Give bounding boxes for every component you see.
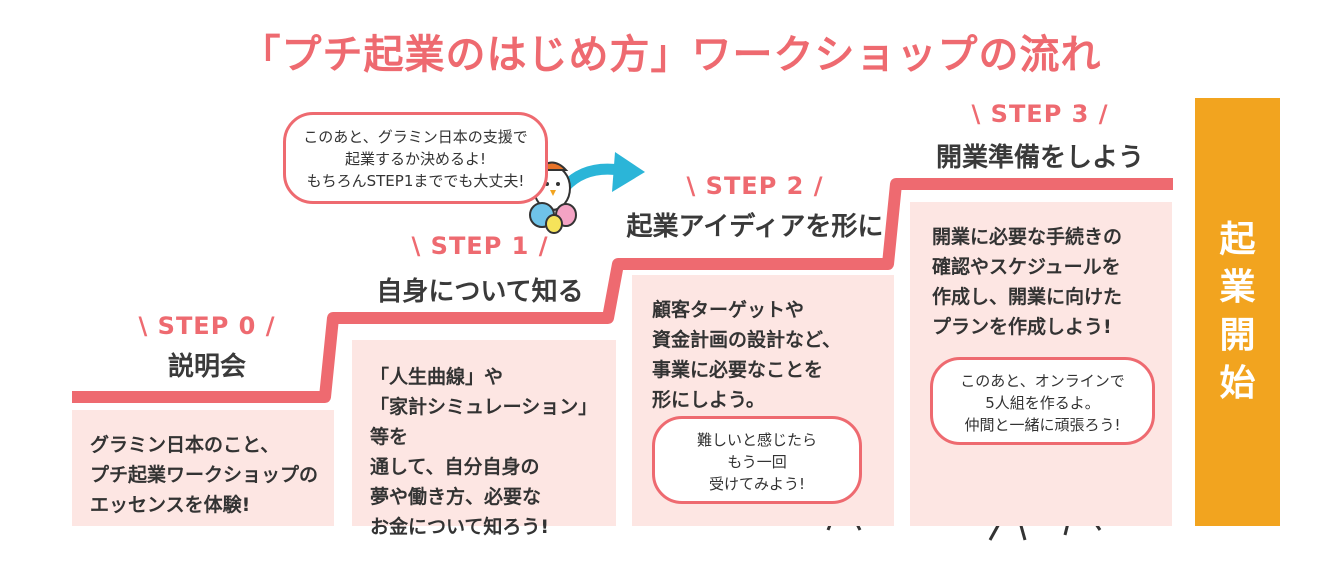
step3-desc-line: プランを作成しよう!	[932, 316, 1112, 338]
page-title: 「プチ起業のはじめ方」ワークショップの流れ	[240, 32, 1102, 78]
step2-desc-line: 資金計画の設計など、	[652, 329, 842, 351]
bubble-line: もちろんSTEP1まででも大丈夫!	[306, 172, 525, 190]
speech-bubble-top: このあと、グラミン日本の支援で 起業するか決めるよ! もちろんSTEP1まででも…	[283, 112, 548, 204]
bubble-line: このあと、オンラインで	[960, 372, 1125, 390]
step2-desc-line: 顧客ターゲットや	[652, 299, 805, 321]
step2-desc-line: 形にしよう。	[652, 389, 765, 411]
step0-desc-line: エッセンスを体験!	[90, 494, 251, 516]
step3-desc-line: 作成し、開業に向けた	[932, 286, 1123, 308]
banner-char: 業	[1219, 267, 1256, 308]
banner-char: 始	[1219, 363, 1256, 404]
step2-label: \ STEP 2 /	[686, 172, 824, 200]
step2-name: 起業アイディアを形に	[626, 212, 884, 242]
step1-name: 自身について知る	[376, 277, 584, 307]
step3-name: 開業準備をしよう	[935, 143, 1144, 173]
business-launch-banner: 起 業 開 始	[1195, 98, 1280, 526]
step1-desc-line: 「人生曲線」や	[370, 366, 504, 388]
step0-desc-line: プチ起業ワークショップの	[90, 464, 319, 486]
speech-bubble-step3: このあと、オンラインで 5人組を作るよ。 仲間と一緒に頑張ろう!	[930, 357, 1155, 445]
bubble-line: このあと、グラミン日本の支援で	[303, 128, 528, 146]
banner-char: 起	[1219, 219, 1256, 260]
step1-desc-line: お金について知ろう!	[370, 516, 550, 538]
bubble-line: 受けてみよう!	[708, 475, 805, 493]
step1-desc-line: 「家計シミュレーション」等を	[370, 396, 598, 448]
staircase-line	[72, 178, 1173, 403]
step3-desc-line: 確認やスケジュールを	[932, 256, 1121, 278]
banner-char: 開	[1219, 315, 1256, 356]
step1-desc-line: 通して、自分自身の	[370, 456, 540, 478]
speech-bubble-step2: 難しいと感じたら もう一回 受けてみよう!	[652, 416, 862, 504]
step2-desc-line: 事業に必要なことを	[652, 359, 824, 381]
bird-characters-icon	[529, 202, 577, 234]
step1-desc-line: 夢や働き方、必要な	[370, 486, 542, 508]
step0-name: 説明会	[167, 352, 246, 382]
bubble-line: 5人組を作るよ。	[985, 394, 1100, 412]
step0-label: \ STEP 0 /	[138, 312, 276, 340]
step3-label: \ STEP 3 /	[971, 100, 1109, 128]
step1-label: \ STEP 1 /	[411, 232, 549, 260]
step1-box: 「人生曲線」や 「家計シミュレーション」等を 通して、自分自身の 夢や働き方、必…	[352, 340, 616, 538]
step0-box: グラミン日本のこと、 プチ起業ワークショップの エッセンスを体験!	[72, 410, 334, 526]
bubble-line: 仲間と一緒に頑張ろう!	[964, 416, 1121, 434]
step3-desc-line: 開業に必要な手続きの	[932, 226, 1123, 248]
step0-desc-line: グラミン日本のこと、	[90, 434, 280, 456]
bubble-line: 難しいと感じたら	[696, 431, 817, 449]
bubble-line: もう一回	[727, 453, 787, 471]
bubble-line: 起業するか決めるよ!	[344, 150, 486, 168]
